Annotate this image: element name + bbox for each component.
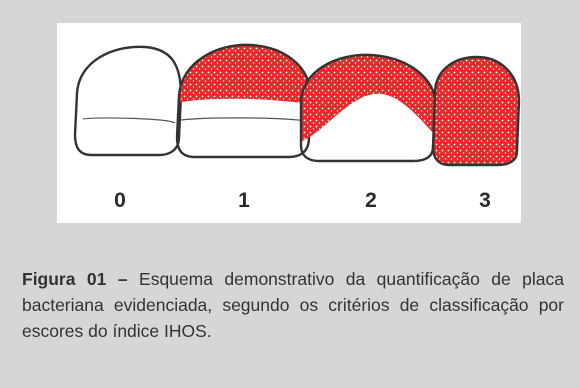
- caption-label: Figura 01 –: [22, 269, 128, 289]
- score-label-1: 1: [238, 189, 250, 212]
- tooth-3: [431, 55, 521, 167]
- score-label-0: 0: [114, 189, 126, 212]
- plaque-3: [433, 57, 519, 165]
- teeth-drawing: [73, 43, 521, 167]
- score-label-2: 2: [365, 189, 377, 212]
- plaque-1: [177, 44, 311, 105]
- caption-text: Esquema demonstrativo da quantificação d…: [22, 269, 564, 341]
- tooth-0: [73, 45, 183, 157]
- score-label-3: 3: [479, 189, 491, 212]
- figure-caption: Figura 01 – Esquema demonstrativo da qua…: [22, 266, 564, 344]
- plaque-2: [301, 54, 437, 143]
- teeth-illustration: 0 1 2 3: [57, 23, 521, 223]
